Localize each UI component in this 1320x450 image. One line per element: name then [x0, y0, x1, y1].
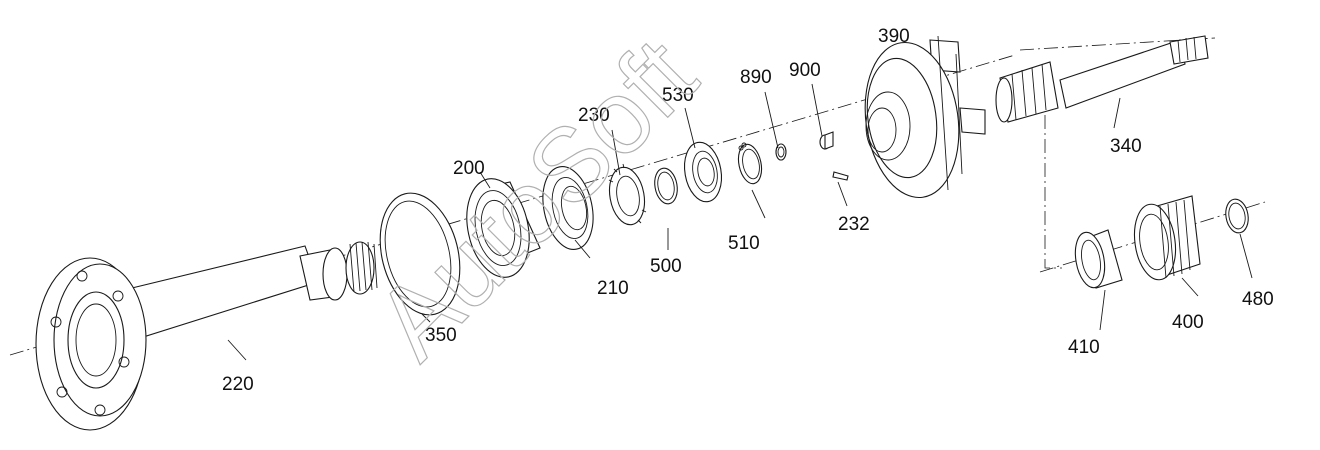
- callout-220: 220: [222, 374, 254, 395]
- bearing-part: [466, 178, 541, 278]
- callout-340: 340: [1110, 136, 1142, 157]
- planet-carrier-housing-part: [864, 35, 986, 199]
- gear-part: [1133, 195, 1201, 281]
- thrust-ring-part: [683, 141, 723, 203]
- snap-ring-part: [737, 142, 763, 185]
- lock-washer-part: [608, 163, 647, 226]
- small-pin-part: [832, 171, 849, 181]
- callout-530: 530: [662, 85, 694, 106]
- callout-890: 890: [740, 67, 772, 88]
- callout-350: 350: [425, 325, 457, 346]
- callout-232: 232: [838, 214, 870, 235]
- callout-900: 900: [789, 60, 821, 81]
- callout-210: 210: [597, 278, 629, 299]
- thin-ring-part: [654, 167, 678, 205]
- retaining-ring-part: [1225, 198, 1249, 234]
- pin-part: [819, 131, 834, 150]
- small-ring-part: [775, 143, 787, 161]
- leader-lines: [227, 83, 1253, 361]
- bearing-cone-part: [542, 166, 594, 250]
- callout-500: 500: [650, 256, 682, 277]
- callout-480: 480: [1242, 289, 1274, 310]
- callout-230: 230: [578, 105, 610, 126]
- callout-400: 400: [1172, 312, 1204, 333]
- splined-shaft-part: [995, 35, 1209, 123]
- callout-410: 410: [1068, 337, 1100, 358]
- callout-510: 510: [728, 233, 760, 254]
- needle-bearing-part: [1074, 229, 1123, 289]
- callout-200: 200: [453, 158, 485, 179]
- large-thin-ring-part: [379, 192, 461, 316]
- flanged-shaft-part: [35, 241, 378, 431]
- callout-390: 390: [878, 26, 910, 47]
- assembly-guide-line: [1044, 115, 1062, 269]
